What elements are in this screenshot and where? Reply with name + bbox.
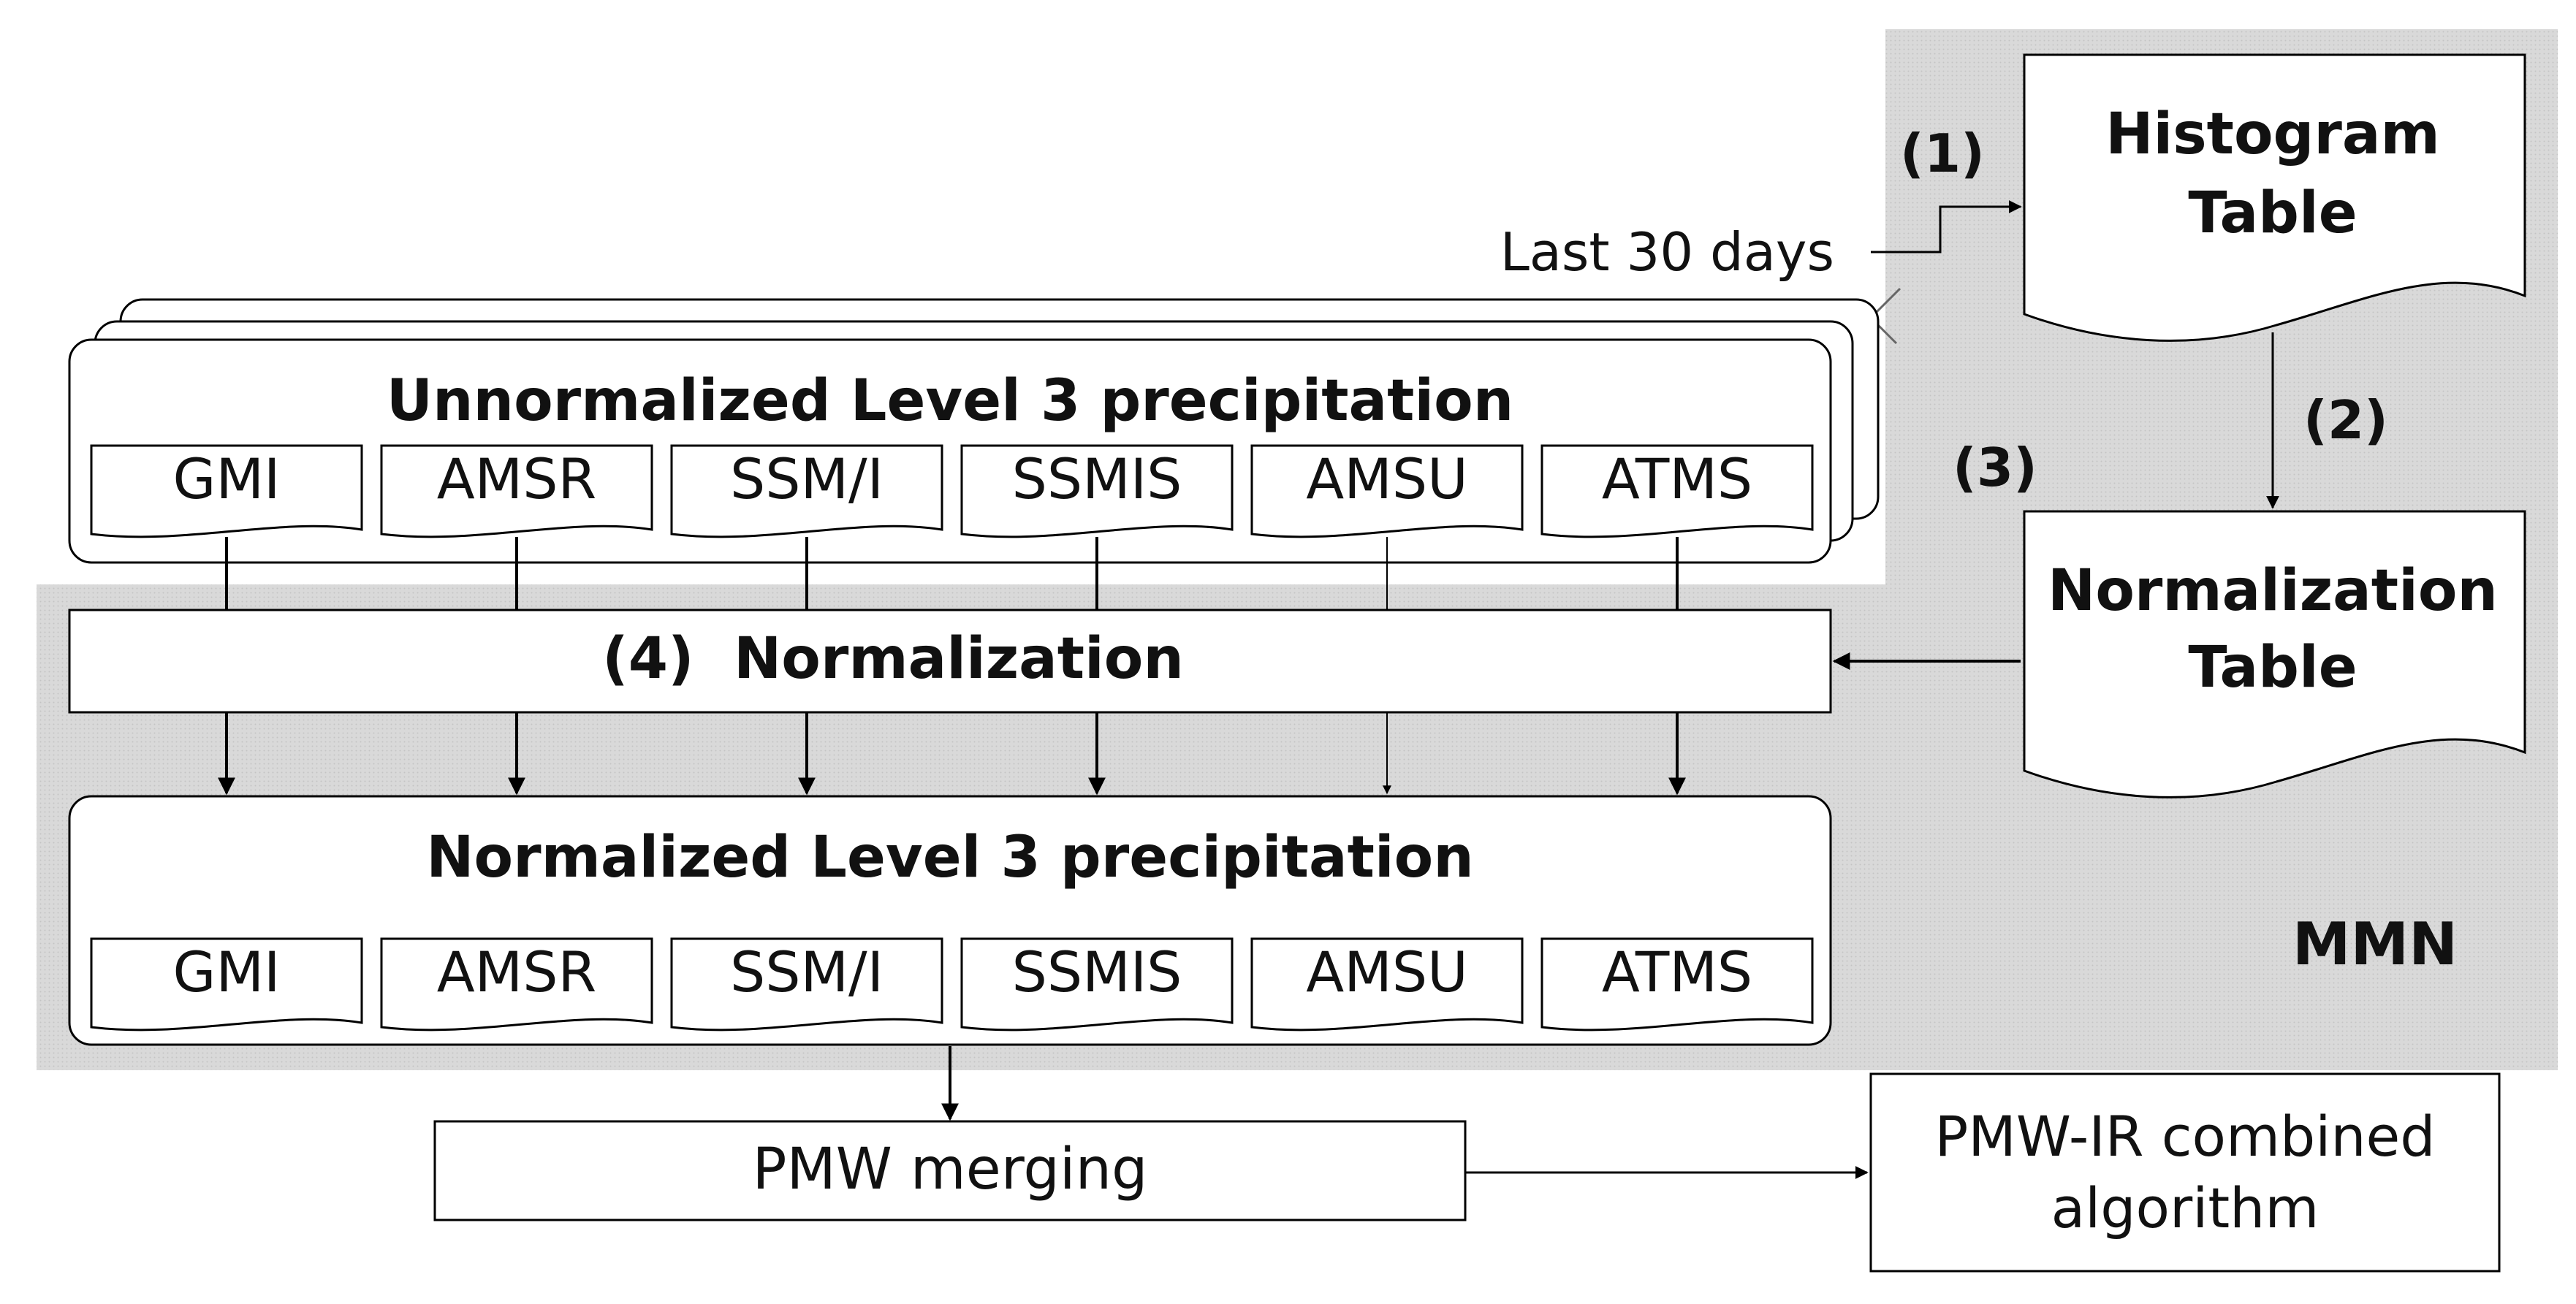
normalization-bar bbox=[68, 609, 1832, 714]
normalized-sensor-box bbox=[380, 937, 653, 1032]
normalized-sensor-box bbox=[90, 937, 363, 1032]
pmw-merging-box bbox=[433, 1120, 1467, 1221]
normalized-sensor-row: GMI AMSR SSM/I SSMIS AMSU ATMS bbox=[90, 937, 1814, 1032]
step3-label: (3) bbox=[1953, 437, 2037, 498]
pmw-ir-line2: algorithm bbox=[2051, 1175, 2319, 1240]
sensor-connectors bbox=[218, 537, 1686, 796]
unnormalized-sensor-label: SSM/I bbox=[730, 446, 884, 511]
unnormalized-sensor-label: ATMS bbox=[1602, 446, 1752, 511]
unnormalized-title: Unnormalized Level 3 precipitation bbox=[387, 368, 1514, 434]
unnormalized-sensor-box bbox=[960, 444, 1234, 538]
mmn-label: MMN bbox=[2292, 910, 2458, 978]
histogram-table-line1: Histogram bbox=[2105, 102, 2440, 167]
histogram-table: Histogram Table bbox=[2023, 53, 2526, 342]
arrow-to-histogram bbox=[1871, 200, 2022, 253]
step1-label: (1) bbox=[1900, 123, 1985, 184]
pmw-ir-line1: PMW-IR combined bbox=[1934, 1104, 2435, 1169]
normalized-sensor-box bbox=[670, 937, 943, 1032]
normalized-sensor-label: GMI bbox=[173, 939, 281, 1004]
last-30-days-label: Last 30 days bbox=[1500, 221, 1834, 283]
unnormalized-sensor-label: AMSU bbox=[1306, 446, 1467, 511]
normalized-sensor-box bbox=[960, 937, 1234, 1032]
normalized-sensor-box bbox=[1250, 937, 1524, 1032]
normalized-sensor-label: SSM/I bbox=[730, 939, 884, 1004]
unnormalized-sensor-box bbox=[380, 444, 653, 538]
normalized-sensor-label: AMSR bbox=[437, 939, 597, 1004]
unnormalized-sensor-box bbox=[670, 444, 943, 538]
unnormalized-sensor-box bbox=[1250, 444, 1524, 538]
unnormalized-sensor-box bbox=[1540, 444, 1814, 538]
unnormalized-sensor-label: GMI bbox=[173, 446, 281, 511]
normalization-table-line2: Table bbox=[2188, 635, 2357, 701]
unnormalized-sensor-row: GMI AMSR SSM/I SSMIS AMSU ATMS bbox=[90, 444, 1814, 538]
unnormalized-sensor-label: SSMIS bbox=[1012, 446, 1182, 511]
normalized-sensor-label: SSMIS bbox=[1012, 939, 1182, 1004]
pmw-merging-label: PMW merging bbox=[752, 1137, 1147, 1202]
pmw-ir-box bbox=[1869, 1072, 2501, 1273]
normalization-table-line1: Normalization bbox=[2048, 558, 2498, 624]
unnormalized-sensor-label: AMSR bbox=[437, 446, 597, 511]
normalization-step-label: (4) Normalization bbox=[602, 626, 1184, 692]
normalized-title: Normalized Level 3 precipitation bbox=[426, 825, 1473, 891]
histogram-table-line2: Table bbox=[2188, 180, 2357, 246]
unnormalized-sensor-box bbox=[90, 444, 363, 538]
step2-label: (2) bbox=[2303, 389, 2388, 451]
normalized-sensor-label: ATMS bbox=[1602, 939, 1752, 1004]
normalized-sensor-box bbox=[1540, 937, 1814, 1032]
normalized-sensor-label: AMSU bbox=[1306, 939, 1467, 1004]
normalization-table: Normalization Table bbox=[2023, 510, 2526, 798]
